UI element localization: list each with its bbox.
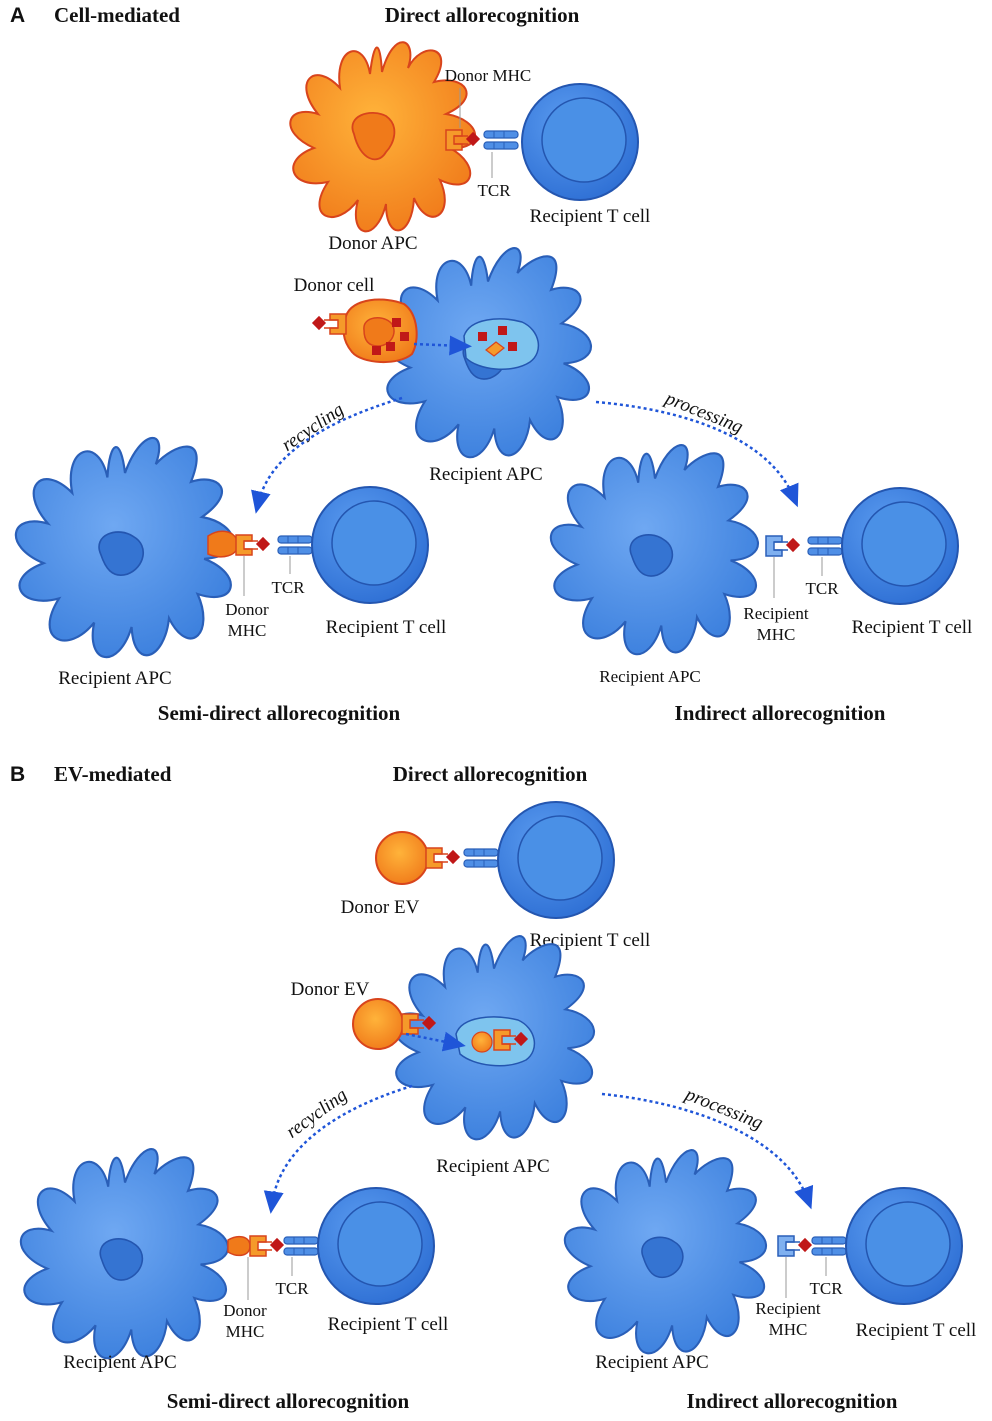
a-semi-tcr-icon: [277, 535, 313, 555]
a-phagosome: [463, 318, 540, 370]
a-processing-label: processing: [660, 387, 745, 438]
b-uptake-donor-ev: [352, 998, 404, 1050]
a-direct-tcr-icon: [483, 130, 519, 150]
a-direct-tcr-label: TCR: [477, 181, 511, 200]
b-semi-tcr-label: TCR: [275, 1279, 309, 1298]
panel-a-letter: A: [10, 4, 25, 27]
b-semi-mhc-icon: [249, 1235, 285, 1257]
a-ind-recipient-apc-label: Recipient APC: [599, 667, 701, 686]
a-ind-mhc-label-1: Recipient: [743, 604, 808, 623]
b-ind-tcell: [845, 1187, 963, 1305]
b-semi-tcell: [317, 1187, 435, 1305]
b-semi-mhc-label-1: Donor: [223, 1301, 267, 1320]
a-ind-tcell: [841, 487, 959, 605]
a-direct-donor-mhc-label: Donor MHC: [445, 66, 531, 85]
a-ind-recipient-apc: [549, 443, 760, 656]
b-ind-mhc-label-2: MHC: [769, 1320, 808, 1339]
b-ind-recipient-apc: [563, 1149, 768, 1355]
panel-b-letter: B: [10, 763, 25, 786]
b-ind-mhc-label-1: Recipient: [755, 1299, 820, 1318]
b-uptake-donor-ev-label: Donor EV: [291, 979, 370, 1000]
a-direct-tcell: [521, 83, 639, 201]
a-ind-tcr-label: TCR: [805, 579, 839, 598]
a-recycling-label: recycling: [278, 399, 348, 456]
b-semi-title: Semi-direct allorecognition: [167, 1389, 410, 1413]
b-ind-title: Indirect allorecognition: [687, 1389, 898, 1413]
b-semi-recipient-tcell-label: Recipient T cell: [328, 1314, 449, 1335]
a-semi-mhc-icon: [235, 534, 271, 556]
a-semi-tcell: [311, 486, 429, 604]
a-uptake-recipient-apc-label: Recipient APC: [429, 464, 542, 485]
b-ind-recipient-tcell-label: Recipient T cell: [856, 1320, 977, 1341]
b-semi-recipient-apc: [19, 1147, 230, 1360]
b-uptake-arrow: [405, 1031, 466, 1052]
a-semi-recipient-apc-label: Recipient APC: [58, 668, 171, 689]
panel-b-title: EV-mediated: [54, 762, 172, 786]
b-direct-tcell: [497, 801, 615, 919]
b-semi-donor-membrane-patch: [227, 1235, 251, 1257]
a-semi-tcr-label: TCR: [271, 578, 305, 597]
b-ind-tcr-icon: [811, 1236, 847, 1256]
a-ind-mhc-label-2: MHC: [757, 625, 796, 644]
b-direct-donor-ev: [375, 831, 429, 885]
b-ind-recipient-apc-label: Recipient APC: [595, 1352, 708, 1373]
a-ind-title: Indirect allorecognition: [675, 701, 886, 725]
b-ind-tcr-label: TCR: [809, 1279, 843, 1298]
a-direct-recipient-tcell-label: Recipient T cell: [530, 206, 651, 227]
b-direct-donor-ev-label: Donor EV: [341, 897, 420, 918]
b-direct-recipient-tcell-label: Recipient T cell: [530, 930, 651, 951]
b-uptake-recipient-apc-label: Recipient APC: [436, 1156, 549, 1177]
b-direct-tcr-icon: [463, 848, 499, 868]
b-ind-mhc-icon: [777, 1235, 813, 1257]
a-semi-mhc-label-2: MHC: [228, 621, 267, 640]
b-recycling-arrow: [263, 1084, 413, 1214]
donor-apc-cell: [289, 41, 477, 233]
a-semi-title: Semi-direct allorecognition: [158, 701, 401, 725]
a-semi-donor-membrane-patch: [207, 530, 239, 558]
a-ind-recipient-tcell-label: Recipient T cell: [852, 617, 973, 638]
panel-a-title: Cell-mediated: [54, 3, 180, 27]
a-ind-mhc-icon: [765, 535, 801, 557]
b-phagosome: [455, 1016, 536, 1067]
a-semi-recipient-tcell-label: Recipient T cell: [326, 617, 447, 638]
a-donor-cell-surface-mhc-icon: [311, 313, 347, 335]
a-direct-donor-apc-label: Donor APC: [328, 233, 417, 254]
b-direct-mhc-icon: [425, 847, 461, 869]
a-processing-arrow: [595, 400, 799, 508]
b-semi-tcr-icon: [283, 1236, 319, 1256]
a-direct-title: Direct allorecognition: [385, 3, 580, 27]
b-processing-label: processing: [680, 1083, 765, 1134]
a-uptake-arrow: [413, 335, 472, 356]
a-donor-cell-label: Donor cell: [294, 275, 375, 296]
a-semi-mhc-label-1: Donor: [225, 600, 269, 619]
a-donor-cell: [342, 298, 418, 364]
b-direct-title: Direct allorecognition: [393, 762, 588, 786]
b-semi-recipient-apc-label: Recipient APC: [63, 1352, 176, 1373]
b-semi-mhc-label-2: MHC: [226, 1322, 265, 1341]
a-ind-tcr-icon: [807, 536, 843, 556]
b-recycling-label: recycling: [282, 1084, 351, 1142]
a-semi-recipient-apc: [14, 436, 234, 659]
a-recycling-arrow: [251, 396, 403, 514]
b-processing-arrow: [601, 1092, 814, 1210]
